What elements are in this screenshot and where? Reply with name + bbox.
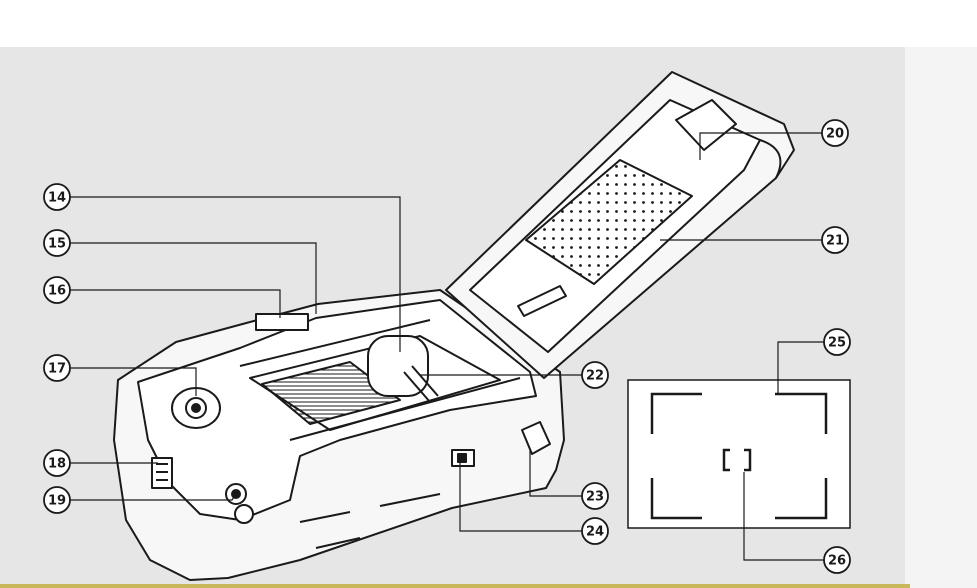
viewfinder-frame <box>628 380 850 528</box>
callout-23-label: 23 <box>586 490 604 505</box>
callout-20: 20 <box>822 120 848 146</box>
callout-14: 14 <box>44 184 70 210</box>
viewfinder-inset <box>628 380 850 528</box>
callout-19: 19 <box>44 487 70 513</box>
bottom-edge-bar <box>0 584 910 588</box>
callout-18: 18 <box>44 450 70 476</box>
callout-25: 25 <box>824 329 850 355</box>
callout-17: 17 <box>44 355 70 381</box>
callout-15: 15 <box>44 230 70 256</box>
callout-22: 22 <box>582 362 608 388</box>
callout-19-label: 19 <box>48 494 66 509</box>
callout-26-label: 26 <box>828 554 846 569</box>
callout-14-label: 14 <box>48 191 66 206</box>
callout-24-label: 24 <box>586 525 604 540</box>
callout-21-label: 21 <box>826 234 844 249</box>
callout-25-label: 25 <box>828 336 846 351</box>
callout-26: 26 <box>824 547 850 573</box>
scan-right-edge <box>905 47 977 588</box>
callout-21: 21 <box>822 227 848 253</box>
callout-16-label: 16 <box>48 284 66 299</box>
callout-23: 23 <box>582 483 608 509</box>
callout-16: 16 <box>44 277 70 303</box>
callout-20-label: 20 <box>826 127 844 142</box>
callout-18-label: 18 <box>48 457 66 472</box>
callout-24: 24 <box>582 518 608 544</box>
callout-17-label: 17 <box>48 362 66 377</box>
callout-22-label: 22 <box>586 369 604 384</box>
callout-15-label: 15 <box>48 237 66 252</box>
